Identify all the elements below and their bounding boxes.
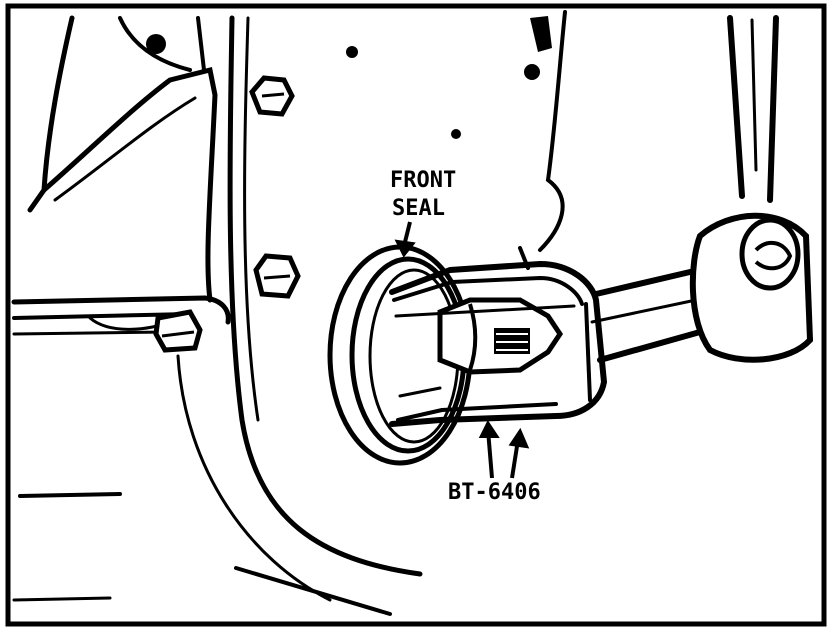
installer-tool bbox=[389, 246, 607, 427]
crankshaft-nose bbox=[437, 297, 564, 375]
fender-panel bbox=[27, 15, 218, 303]
cover-bolt-lower bbox=[253, 253, 301, 299]
front-seal-label-line2: SEAL bbox=[392, 196, 445, 221]
panel-hole bbox=[146, 34, 166, 54]
front-cover bbox=[176, 10, 567, 602]
front-seal-leader bbox=[394, 221, 416, 258]
ratchet-handle bbox=[727, 15, 779, 203]
tool-number-label: BT-6406 bbox=[448, 480, 541, 505]
ratchet-head bbox=[689, 212, 814, 363]
tool-leader bbox=[478, 420, 530, 479]
cover-hole-top bbox=[346, 46, 358, 58]
front-seal-label-line1: FRONT bbox=[390, 168, 457, 193]
cover-hole-small bbox=[451, 129, 461, 139]
cover-bracket bbox=[530, 16, 552, 52]
ratchet-extension bbox=[590, 269, 703, 363]
cover-hole-mid bbox=[524, 64, 540, 80]
cover-bolt-upper bbox=[249, 75, 295, 117]
lower-body-lines bbox=[12, 492, 392, 616]
rail-nut bbox=[153, 309, 203, 353]
